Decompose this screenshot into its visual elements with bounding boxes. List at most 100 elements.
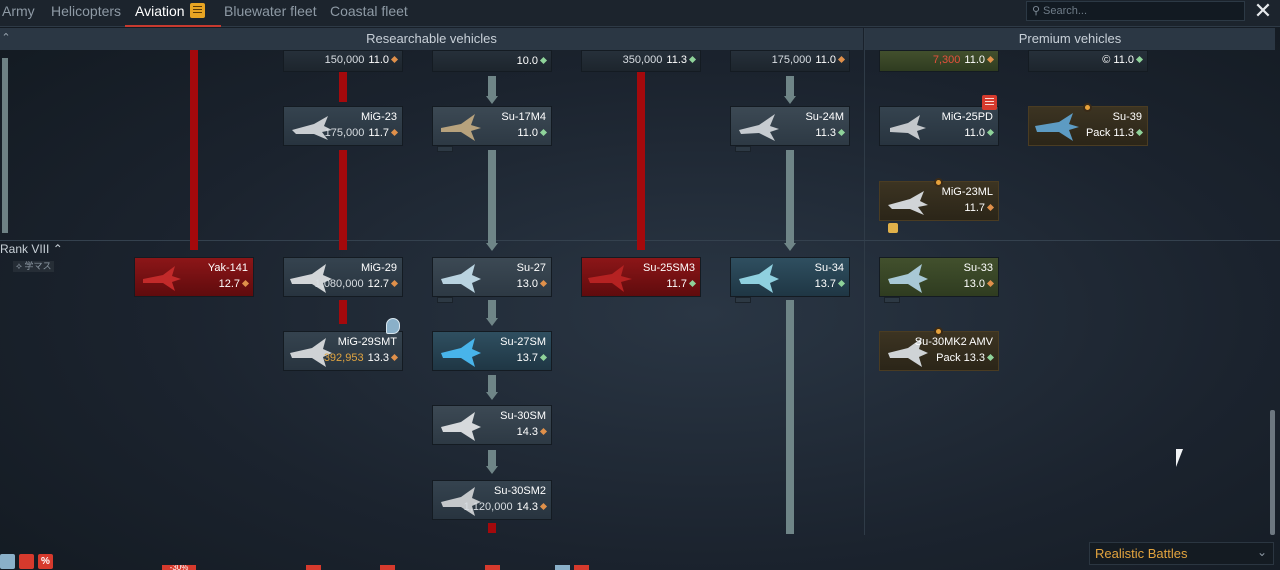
vehicle-name: MiG-25PD [941,111,993,123]
arrow-su30sm [486,392,498,400]
vehicle-card-top-col3[interactable]: 10.0 [432,50,552,72]
br-diamond-icon [241,279,250,288]
card-tab [884,297,900,303]
tab-bluewater-fleet[interactable]: Bluewater fleet [224,3,317,19]
aircraft-icon [888,191,928,215]
research-list-icon [189,3,205,18]
tab-aviation-label: Aviation [135,3,185,19]
vehicle-br: 12.7 [367,278,389,290]
vehicle-card-su-17m4[interactable]: Su-17M4 11.0 [432,106,552,146]
discount-filter-icon[interactable]: % [38,554,53,569]
vehicle-card-su-27sm[interactable]: Su-27SM 13.7 [432,331,552,371]
br-diamond-icon [390,55,399,64]
list-badge [306,565,321,570]
br-diamond-icon [986,279,995,288]
marker-icon[interactable] [386,318,400,334]
vehicle-name: Su-39 [1112,111,1142,123]
aircraft-icon [588,265,632,292]
premium-divider [864,28,865,535]
vehicle-br: 10.0 [516,55,538,67]
br-diamond-icon [539,427,548,436]
marker-filter-icon[interactable] [0,554,15,569]
vehicle-card-su-27[interactable]: Su-27 13.0 [432,257,552,297]
research-list-icon[interactable] [982,95,997,110]
br-diamond-icon [837,55,846,64]
vehicle-name: Su-30MK2 AMV [914,336,993,348]
vehicle-card-yak-141[interactable]: Yak-141 12.7 [134,257,254,297]
arrow-su24 [784,96,796,104]
discount-badge: -30% [162,565,196,570]
vehicle-br: 11.0 [815,54,836,66]
vehicle-name: Yak-141 [207,262,248,274]
list-badge [574,565,589,570]
vertical-scrollbar[interactable] [1270,410,1275,535]
mouse-cursor-icon [1176,449,1183,467]
marker-badge [555,565,570,570]
arrow-su27sm [486,318,498,326]
rank-label[interactable]: Rank VIII ⌃ [0,242,63,256]
vehicle-card-mig-25pd[interactable]: MiG-25PD 11.0 [879,106,999,146]
vehicle-br: 13.0 [963,278,985,290]
vehicle-name: Su-17M4 [501,111,546,123]
tab-helicopters[interactable]: Helicopters [51,3,122,19]
event-medal-icon [934,178,943,187]
game-mode-select[interactable]: Realistic Battles ⌄ [1089,542,1274,565]
aircraft-icon [441,412,481,441]
vehicle-br: 11.7 [964,202,985,214]
aircraft-icon [441,338,481,367]
close-icon: ✕ [1253,0,1273,23]
vehicle-card-su-30sm[interactable]: Su-30SM 14.3 [432,405,552,445]
line-su34-in [786,150,794,244]
search-input[interactable] [1043,3,1239,19]
search-box[interactable]: ⚲ [1026,1,1245,21]
line-su27-in [488,150,496,244]
vehicle-br: 13.3 [367,352,389,364]
collapse-up-icon[interactable]: ⌃ [1,32,11,44]
research-list-filter-icon[interactable] [19,554,34,569]
tab-coastal-fleet[interactable]: Coastal fleet [330,3,408,19]
line-su17-in [488,76,496,96]
list-badge [380,565,395,570]
vehicle-name: MiG-29 [360,262,397,274]
br-diamond-icon [390,279,399,288]
arrow-su30sm2 [486,466,498,474]
close-button[interactable]: ✕ [1251,0,1275,24]
vehicle-card-su-24m[interactable]: Su-24M 11.3 [730,106,850,146]
vehicle-card-mig-23ml[interactable]: MiG-23ML 11.7 [879,181,999,221]
vehicle-name: MiG-23 [360,111,397,123]
br-diamond-icon [390,128,399,137]
vehicle-card-top-premium2[interactable]: ©11.0 [1028,50,1148,72]
vehicle-name: Su-30SM2 [494,485,546,497]
vehicle-cost: 175,000 [771,54,812,66]
vehicle-name: MiG-23ML [941,186,993,198]
vehicle-br: 11.7 [666,278,687,290]
line-yak-path [190,50,198,250]
aircraft-icon [143,266,181,291]
vehicle-br: 13.0 [516,278,538,290]
vehicle-cost: 7,300 [932,54,961,66]
aircraft-icon [292,116,332,140]
chevron-up-icon: ⌃ [52,242,63,256]
vehicle-card-su-25sm3[interactable]: Su-25SM3 11.7 [581,257,701,297]
pack-tag: Pack [1085,127,1111,139]
tab-aviation[interactable]: Aviation [125,0,221,27]
tab-army[interactable]: Army [2,3,35,19]
event-medal-icon [1083,103,1092,112]
vehicle-name: Su-30SM [500,410,546,422]
vehicle-card-su-34[interactable]: Su-34 13.7 [730,257,850,297]
line-su24-in [786,76,794,96]
vehicle-card-su-33[interactable]: Su-33 13.0 [879,257,999,297]
card-tab [437,297,453,303]
aircraft-icon [739,114,779,141]
br-diamond-icon [539,353,548,362]
